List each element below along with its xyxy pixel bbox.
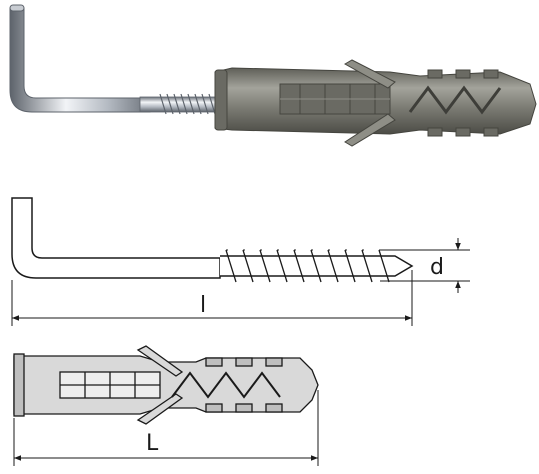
label-l: l [200, 293, 206, 318]
dimension-l [11, 270, 413, 326]
plug-drawing [13, 345, 319, 425]
hook-photo [9, 4, 537, 147]
dimension-L [13, 390, 319, 466]
hook-thread [159, 93, 216, 115]
dimension-d [380, 238, 470, 293]
label-d: d [430, 255, 444, 280]
label-L: L [146, 431, 159, 456]
plug-photo [214, 59, 537, 147]
hook-drawing [11, 197, 414, 283]
hook-leg [9, 7, 151, 113]
hook-shank [139, 96, 221, 113]
